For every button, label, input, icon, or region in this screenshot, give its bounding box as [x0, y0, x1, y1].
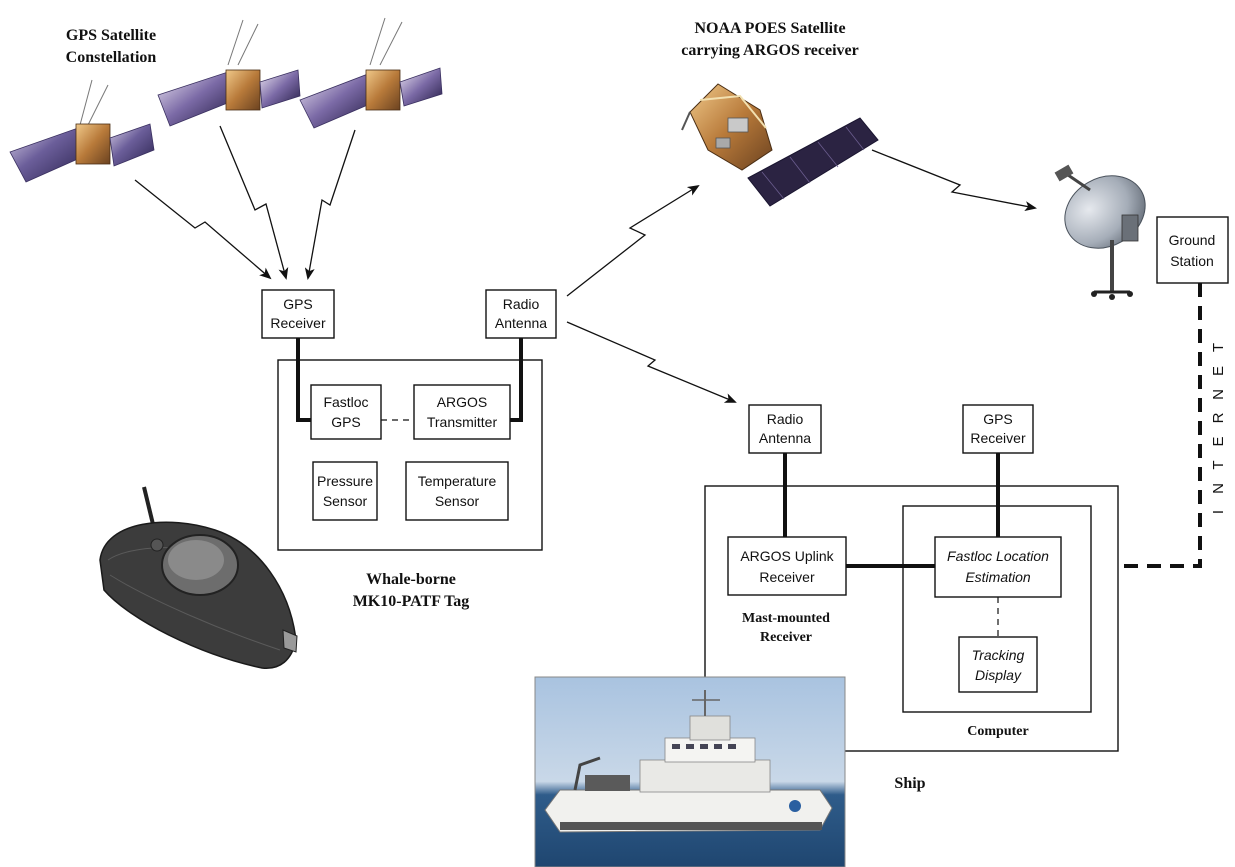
svg-text:GPS: GPS: [983, 411, 1013, 427]
noaa-label-line2: carrying ARGOS receiver: [681, 42, 858, 59]
gps-constellation-label-line2: Constellation: [66, 49, 157, 66]
gps-signal-arrows: [134, 125, 356, 280]
pressure-sensor-box: Pressure Sensor: [312, 461, 378, 521]
internet-label-letter: T: [1210, 343, 1227, 352]
mast-label-line1: Mast-mounted: [742, 611, 830, 626]
svg-text:Sensor: Sensor: [323, 493, 368, 509]
svg-text:Pressure: Pressure: [317, 473, 373, 489]
tag-label-line2: MK10-PATF Tag: [353, 593, 470, 610]
svg-text:Ground: Ground: [1169, 232, 1216, 248]
fastloc-gps-box: Fastloc GPS: [310, 384, 382, 440]
svg-text:Sensor: Sensor: [435, 493, 480, 509]
argos-uplink-receiver-box: ARGOS Uplink Receiver: [727, 536, 847, 596]
tag-radio-antenna-box: Radio Antenna: [485, 289, 557, 339]
svg-text:Estimation: Estimation: [965, 569, 1031, 585]
tag-label-line1: Whale-borne: [366, 571, 456, 588]
noaa-ship-photo: [534, 676, 846, 867]
internet-label-letter: N: [1210, 483, 1227, 494]
svg-text:Tracking: Tracking: [972, 647, 1025, 663]
svg-text:Radio: Radio: [767, 411, 804, 427]
tracking-display-box: Tracking Display: [958, 636, 1038, 693]
ship-radio-antenna-box: Radio Antenna: [748, 404, 822, 454]
argos-transmitter-box: ARGOS Transmitter: [413, 384, 511, 440]
svg-text:GPS: GPS: [331, 414, 361, 430]
argos-uplink-arrows: [566, 149, 1037, 403]
tag-connections: [296, 338, 523, 422]
internet-label-letter: N: [1210, 389, 1227, 400]
noaa-poes-satellite-picture: [681, 83, 879, 207]
ground-station-box: Ground Station: [1156, 216, 1229, 284]
svg-text:ARGOS: ARGOS: [437, 394, 488, 410]
gps-constellation-label-line1: GPS Satellite: [66, 27, 156, 44]
svg-text:Temperature: Temperature: [418, 473, 497, 489]
fastloc-location-estimation-box: Fastloc Location Estimation: [934, 536, 1062, 598]
internet-label-letter: E: [1210, 366, 1227, 376]
internet-label-letter: R: [1210, 412, 1227, 423]
noaa-label-line1: NOAA POES Satellite: [694, 20, 845, 37]
internet-label-letters: I N T E R N E T: [1210, 343, 1227, 514]
svg-text:Receiver: Receiver: [759, 569, 815, 585]
svg-text:Transmitter: Transmitter: [427, 414, 498, 430]
svg-text:GPS: GPS: [283, 296, 313, 312]
svg-text:Station: Station: [1170, 253, 1214, 269]
ship-gps-receiver-box: GPS Receiver: [962, 404, 1034, 454]
mk10-tag-device-picture: [99, 486, 298, 669]
svg-text:Antenna: Antenna: [759, 430, 811, 446]
internet-label-letter: T: [1210, 460, 1227, 469]
svg-text:Receiver: Receiver: [970, 430, 1026, 446]
satellite-dish-picture: [1054, 164, 1146, 300]
svg-text:Radio: Radio: [503, 296, 540, 312]
svg-text:Receiver: Receiver: [270, 315, 326, 331]
internet-label-letter: I: [1210, 510, 1227, 514]
ship-connections: [783, 453, 1000, 637]
mast-label-line2: Receiver: [760, 630, 812, 645]
tag-gps-receiver-box: GPS Receiver: [261, 289, 335, 339]
svg-text:ARGOS Uplink: ARGOS Uplink: [740, 548, 834, 564]
internet-label-letter: E: [1210, 436, 1227, 446]
svg-text:Display: Display: [975, 667, 1022, 683]
temperature-sensor-box: Temperature Sensor: [405, 461, 509, 521]
ship-label: Ship: [894, 775, 925, 792]
gps-satellite-picture: [9, 17, 443, 183]
computer-label: Computer: [967, 724, 1028, 739]
svg-text:Antenna: Antenna: [495, 315, 547, 331]
svg-text:Fastloc Location: Fastloc Location: [947, 548, 1049, 564]
svg-text:Fastloc: Fastloc: [323, 394, 368, 410]
